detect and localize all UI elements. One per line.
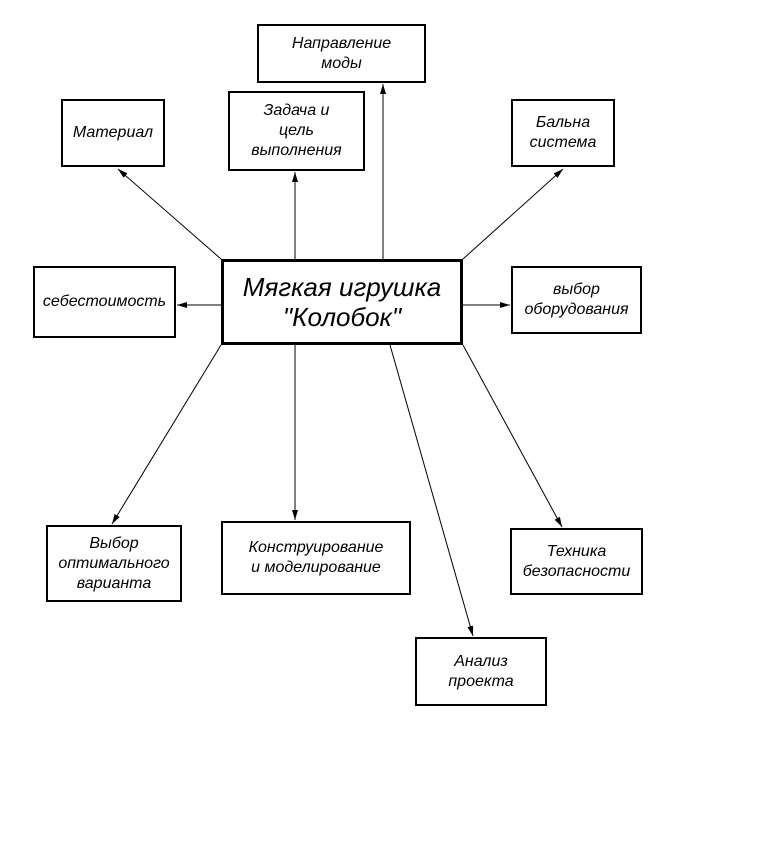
node-equipment: выбор оборудования: [511, 266, 642, 334]
node-safety: Техника безопасности: [510, 528, 643, 595]
arrow-to-analysis: [389, 344, 474, 637]
node-variant: Выбор оптимального варианта: [46, 525, 182, 602]
node-task: Задача и цель выполнения: [228, 91, 365, 171]
node-design: Конструирование и моделирование: [221, 521, 411, 595]
arrow-to-points: [462, 168, 564, 260]
arrow-to-material: [117, 168, 222, 260]
node-points-system: Бальна система: [511, 99, 615, 167]
central-topic: Мягкая игрушка "Колобок": [221, 259, 463, 345]
arrow-to-variant: [111, 344, 222, 525]
node-fashion: Направление моды: [257, 24, 426, 83]
arrow-to-safety: [462, 344, 563, 528]
node-material: Материал: [61, 99, 165, 167]
node-cost: себестоимость: [33, 266, 176, 338]
node-analysis: Анализ проекта: [415, 637, 547, 706]
